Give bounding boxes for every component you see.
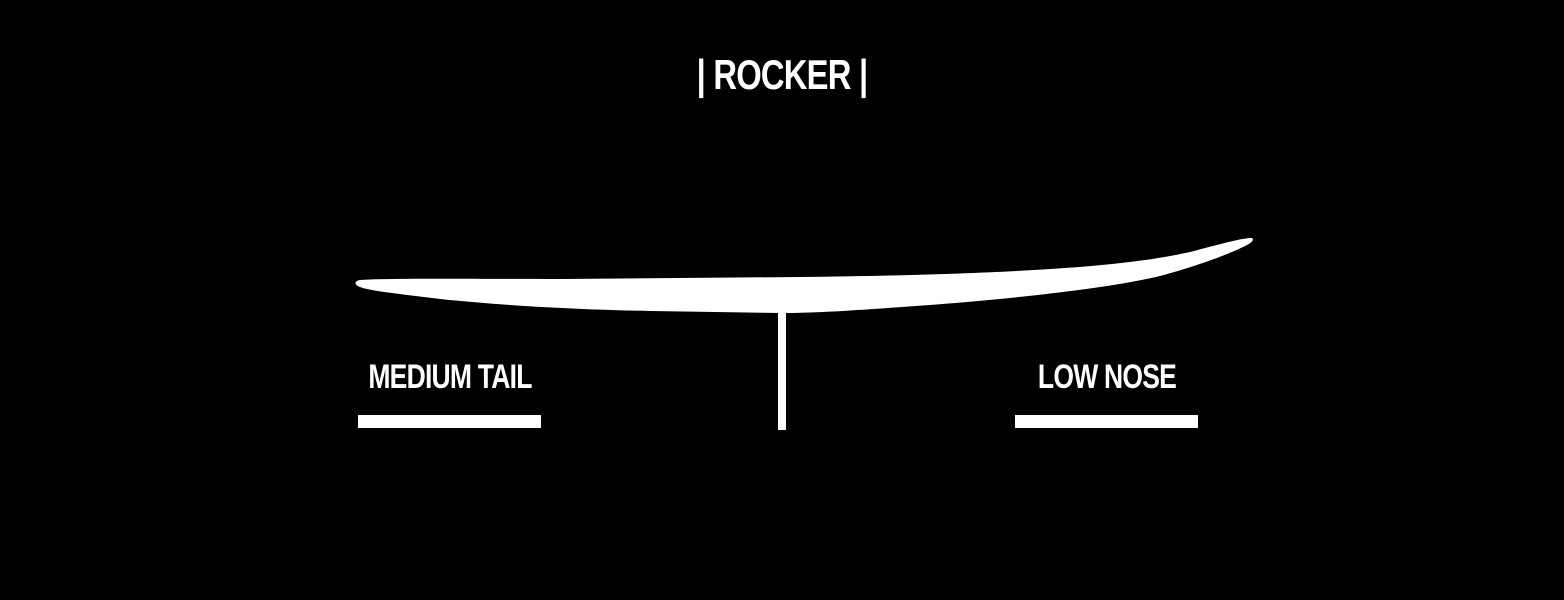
nose-label-underline xyxy=(1015,415,1198,428)
tail-rocker-label: MEDIUM TAIL xyxy=(368,358,532,396)
board-outline xyxy=(355,238,1253,313)
center-marker-line xyxy=(778,311,786,430)
tail-label-underline xyxy=(358,415,541,428)
nose-rocker-label: LOW NOSE xyxy=(1037,358,1177,396)
diagram-title: | ROCKER | xyxy=(696,51,868,98)
